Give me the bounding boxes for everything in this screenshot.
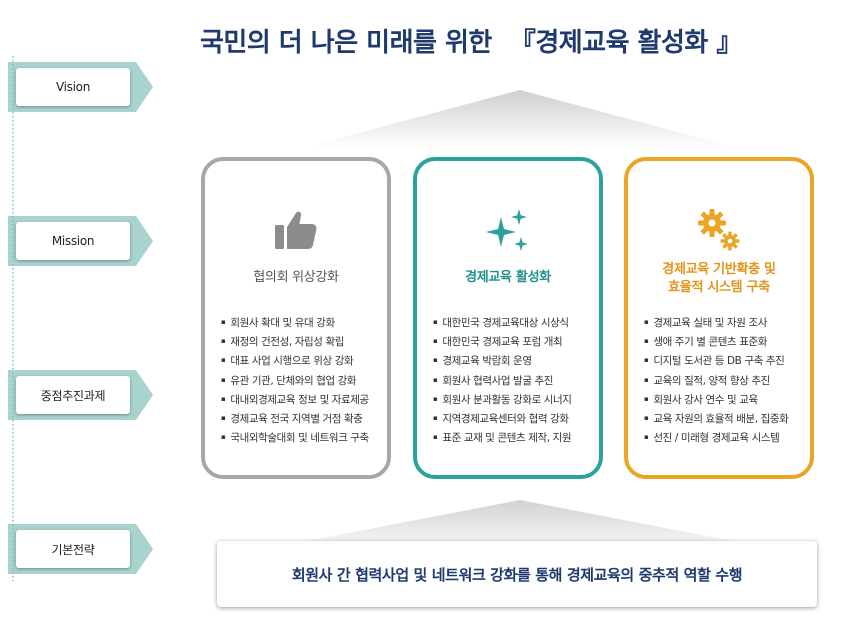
list-item: 선진 / 미래형 경제교육 시스템 bbox=[644, 428, 804, 447]
list-item: 회원사 협력사업 발굴 추진 bbox=[433, 371, 593, 390]
list-item: 회원사 분과활동 강화로 시너지 bbox=[433, 390, 593, 409]
list-item: 디지털 도서관 등 DB 구축 추진 bbox=[644, 351, 804, 370]
list-item: 재정의 건전성, 자립성 확립 bbox=[221, 332, 381, 351]
card-title: 협의회 위상강화 bbox=[205, 269, 387, 287]
card-education-activation: 경제교육 활성화 대한민국 경제교육대상 시상식 대한민국 경제교육 포럼 개최… bbox=[413, 157, 603, 479]
mission-label: Mission bbox=[16, 222, 130, 260]
list-item: 국내외학술대회 및 네트워크 구축 bbox=[221, 428, 381, 447]
list-item: 표준 교재 및 콘텐츠 제작, 지원 bbox=[433, 428, 593, 447]
thumbs-up-icon bbox=[205, 205, 387, 259]
gears-icon bbox=[628, 205, 810, 259]
vision-label: Vision bbox=[16, 68, 130, 106]
card-title: 경제교육 활성화 bbox=[417, 269, 599, 287]
page-title: 국민의 더 나은 미래를 위한 『경제교육 활성화 』 bbox=[200, 22, 841, 59]
title-main: 국민의 더 나은 미래를 위한 bbox=[200, 28, 492, 58]
list-item: 생애 주기 별 콘텐츠 표준화 bbox=[644, 332, 804, 351]
card-item-list: 회원사 확대 및 유대 강화 재정의 건전성, 자립성 확립 대표 사업 시행으… bbox=[221, 313, 381, 447]
tasks-label: 중점추진과제 bbox=[16, 376, 130, 414]
card-title-line: 경제교육 기반확충 및 bbox=[662, 262, 776, 277]
list-item: 경제교육 실태 및 자원 조사 bbox=[644, 313, 804, 332]
list-item: 유관 기관, 단체와의 협업 강화 bbox=[221, 371, 381, 390]
strategy-roof-shape bbox=[302, 500, 738, 542]
card-title-line: 경제교육 활성화 bbox=[465, 270, 551, 285]
card-infrastructure-system: 경제교육 기반확충 및 효율적 시스템 구축 경제교육 실태 및 자원 조사 생… bbox=[624, 157, 814, 479]
title-highlight: 『경제교육 활성화 』 bbox=[509, 28, 743, 58]
list-item: 회원사 강사 연수 및 교육 bbox=[644, 390, 804, 409]
card-item-list: 대한민국 경제교육대상 시상식 대한민국 경제교육 포럼 개최 경제교육 박람회… bbox=[433, 313, 593, 447]
tasks-label-group: 중점추진과제 bbox=[8, 370, 153, 420]
card-title-line: 협의회 위상강화 bbox=[253, 270, 339, 285]
label-connector-lines bbox=[12, 56, 14, 581]
vision-roof-shape bbox=[302, 90, 738, 148]
mission-label-group: Mission bbox=[8, 216, 153, 266]
strategy-label: 기본전략 bbox=[16, 530, 130, 568]
card-association-status: 협의회 위상강화 회원사 확대 및 유대 강화 재정의 건전성, 자립성 확립 … bbox=[201, 157, 391, 479]
card-item-list: 경제교육 실태 및 자원 조사 생애 주기 별 콘텐츠 표준화 디지털 도서관 … bbox=[644, 313, 804, 447]
sparkles-icon bbox=[417, 205, 599, 259]
list-item: 대표 사업 시행으로 위상 강화 bbox=[221, 351, 381, 370]
list-item: 대내외경제교육 정보 및 자료제공 bbox=[221, 390, 381, 409]
list-item: 경제교육 전국 지역별 거점 확충 bbox=[221, 409, 381, 428]
list-item: 지역경제교육센터와 협력 강화 bbox=[433, 409, 593, 428]
card-title-line: 효율적 시스템 구축 bbox=[668, 280, 770, 295]
strategy-label-group: 기본전략 bbox=[8, 524, 153, 574]
card-title: 경제교육 기반확충 및 효율적 시스템 구축 bbox=[628, 261, 810, 297]
list-item: 회원사 확대 및 유대 강화 bbox=[221, 313, 381, 332]
list-item: 교육의 질적, 양적 향상 추진 bbox=[644, 371, 804, 390]
list-item: 교육 자원의 효율적 배분, 집중화 bbox=[644, 409, 804, 428]
list-item: 경제교육 박람회 운영 bbox=[433, 351, 593, 370]
strategy-statement: 회원사 간 협력사업 및 네트워크 강화를 통해 경제교육의 중추적 역할 수행 bbox=[217, 541, 817, 607]
list-item: 대한민국 경제교육대상 시상식 bbox=[433, 313, 593, 332]
vision-label-group: Vision bbox=[8, 62, 153, 112]
list-item: 대한민국 경제교육 포럼 개최 bbox=[433, 332, 593, 351]
